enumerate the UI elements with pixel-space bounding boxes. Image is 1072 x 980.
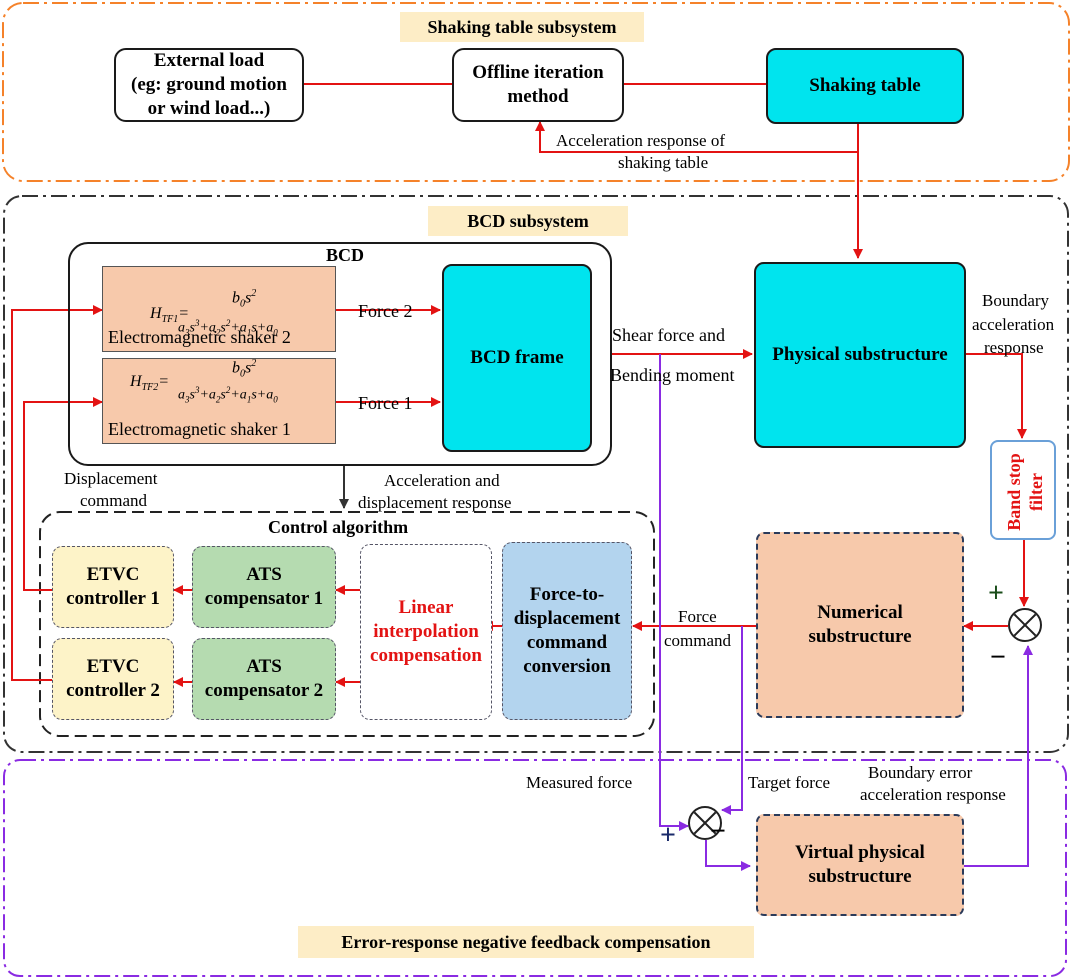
boundary-accel-line-2: acceleration [972,315,1055,334]
boundary-error-line-2: acceleration response [860,785,1006,804]
etvc-controller-2-block: ETVC controller 2 [52,638,174,720]
tf2-symbol: HTF2= [130,373,170,394]
force-2-label: Force 2 [358,301,413,321]
virtual-line-2: substructure [808,866,912,887]
numerical-substructure-block: Numerical substructure [756,532,964,718]
shear-force-label: Shear force and [612,325,725,345]
shaker-1-label: Electromagnetic shaker 1 [108,419,291,439]
force-command-line-2: command [664,631,732,650]
plus-sign-bottom: + [660,820,676,851]
linear-line-2: interpolation [373,621,479,642]
target-force-label: Target force [748,773,831,792]
bcd-container [68,242,612,466]
linear-interpolation-block: Linear interpolation compensation [360,544,492,720]
etvc1-line-2: controller 1 [66,588,160,609]
summing-junction-right [1008,608,1042,642]
displacement-command-line-2: command [80,491,148,510]
physical-substructure-block: Physical substructure [754,262,966,448]
displacement-command-line-1: Displacement [64,469,158,488]
shaker-2-block [102,266,336,352]
minus-sign-bottom: − [710,816,726,847]
shaker-2-label: Electromagnetic shaker 2 [108,327,291,347]
tf2-subscript: TF2 [141,382,159,394]
shaking-table-block: Shaking table [766,48,964,124]
tf2-denominator: a3s3+a2s2+a1s+a0 [178,385,278,405]
ats1-line-2: compensator 1 [204,588,324,609]
etvc-controller-1-block: ETVC controller 1 [52,546,174,628]
numerical-line-2: substructure [808,626,912,647]
external-load-block: External load (eg: ground motion or wind… [114,48,304,122]
numerical-line-1: Numerical [817,602,903,623]
boundary-error-line-1: Boundary error [868,763,973,782]
f2d-line-3: command [526,632,608,653]
offline-iteration-line-2: method [507,86,569,107]
measured-force-label: Measured force [526,773,633,792]
tf1-denominator: a3s3+a2s2+a1s+a0 [178,318,278,338]
band-stop-line-1: Band stop [1004,453,1024,531]
linear-line-3: compensation [370,645,482,666]
external-load-line-2: (eg: ground motion [131,74,287,95]
f2d-line-4: conversion [523,656,611,677]
boundary-accel-line-3: response [984,338,1044,357]
tf2-numerator: b0s2 [232,358,257,380]
etvc1-line-1: ETVC [86,564,140,585]
external-load-line-3: or wind load...) [147,98,271,119]
error-feedback-title: Error-response negative feedback compens… [298,926,754,958]
control-algorithm-frame [39,511,655,737]
virtual-physical-substructure-block: Virtual physical substructure [756,814,964,916]
external-load-line-1: External load [153,50,265,71]
bcd-subsystem-title: BCD subsystem [428,206,628,236]
etvc2-line-2: controller 2 [66,680,160,701]
control-algorithm-title: Control algorithm [268,517,409,537]
ats2-line-2: compensator 2 [204,680,324,701]
force-1-label: Force 1 [358,393,413,413]
accel-disp-response-line-2: displacement response [358,493,512,512]
ats2-line-1: ATS [246,656,282,677]
boundary-accel-line-1: Boundary [982,291,1050,310]
accel-response-label-2: shaking table [618,153,709,172]
accel-response-label-1: Acceleration response of [556,131,725,150]
offline-iteration-line-1: Offline iteration [472,62,604,83]
force-command-line-1: Force [678,607,717,626]
band-stop-line-2: filter [1026,473,1046,511]
ats-compensator-2-block: ATS compensator 2 [192,638,336,720]
shaking-table-subsystem-title: Shaking table subsystem [400,12,644,42]
force-to-displacement-block: Force-to- displacement command conversio… [502,542,632,720]
tf1-numerator: b0s2 [232,288,257,310]
bcd-frame-block: BCD frame [442,264,592,452]
bcd-subsystem-frame [3,195,1069,753]
linear-line-1: Linear [398,597,454,618]
shaking-table-subsystem-frame [2,2,1070,182]
bcd-title: BCD [326,245,365,265]
offline-iteration-block: Offline iteration method [452,48,624,122]
f2d-line-1: Force-to- [529,584,605,605]
error-feedback-frame [3,759,1067,977]
minus-sign-right: − [990,642,1006,673]
tf1-symbol: HTF1= [150,305,190,326]
summing-junction-bottom [688,806,722,840]
f2d-line-2: displacement [513,608,621,629]
plus-sign-right: + [988,578,1004,609]
etvc2-line-1: ETVC [86,656,140,677]
ats1-line-1: ATS [246,564,282,585]
virtual-line-1: Virtual physical [795,842,925,863]
shaker-1-block [102,358,336,444]
tf1-subscript: TF1 [161,314,179,326]
accel-disp-response-line-1: Acceleration and [384,471,500,490]
bending-moment-label: Bending moment [610,365,735,385]
ats-compensator-1-block: ATS compensator 1 [192,546,336,628]
